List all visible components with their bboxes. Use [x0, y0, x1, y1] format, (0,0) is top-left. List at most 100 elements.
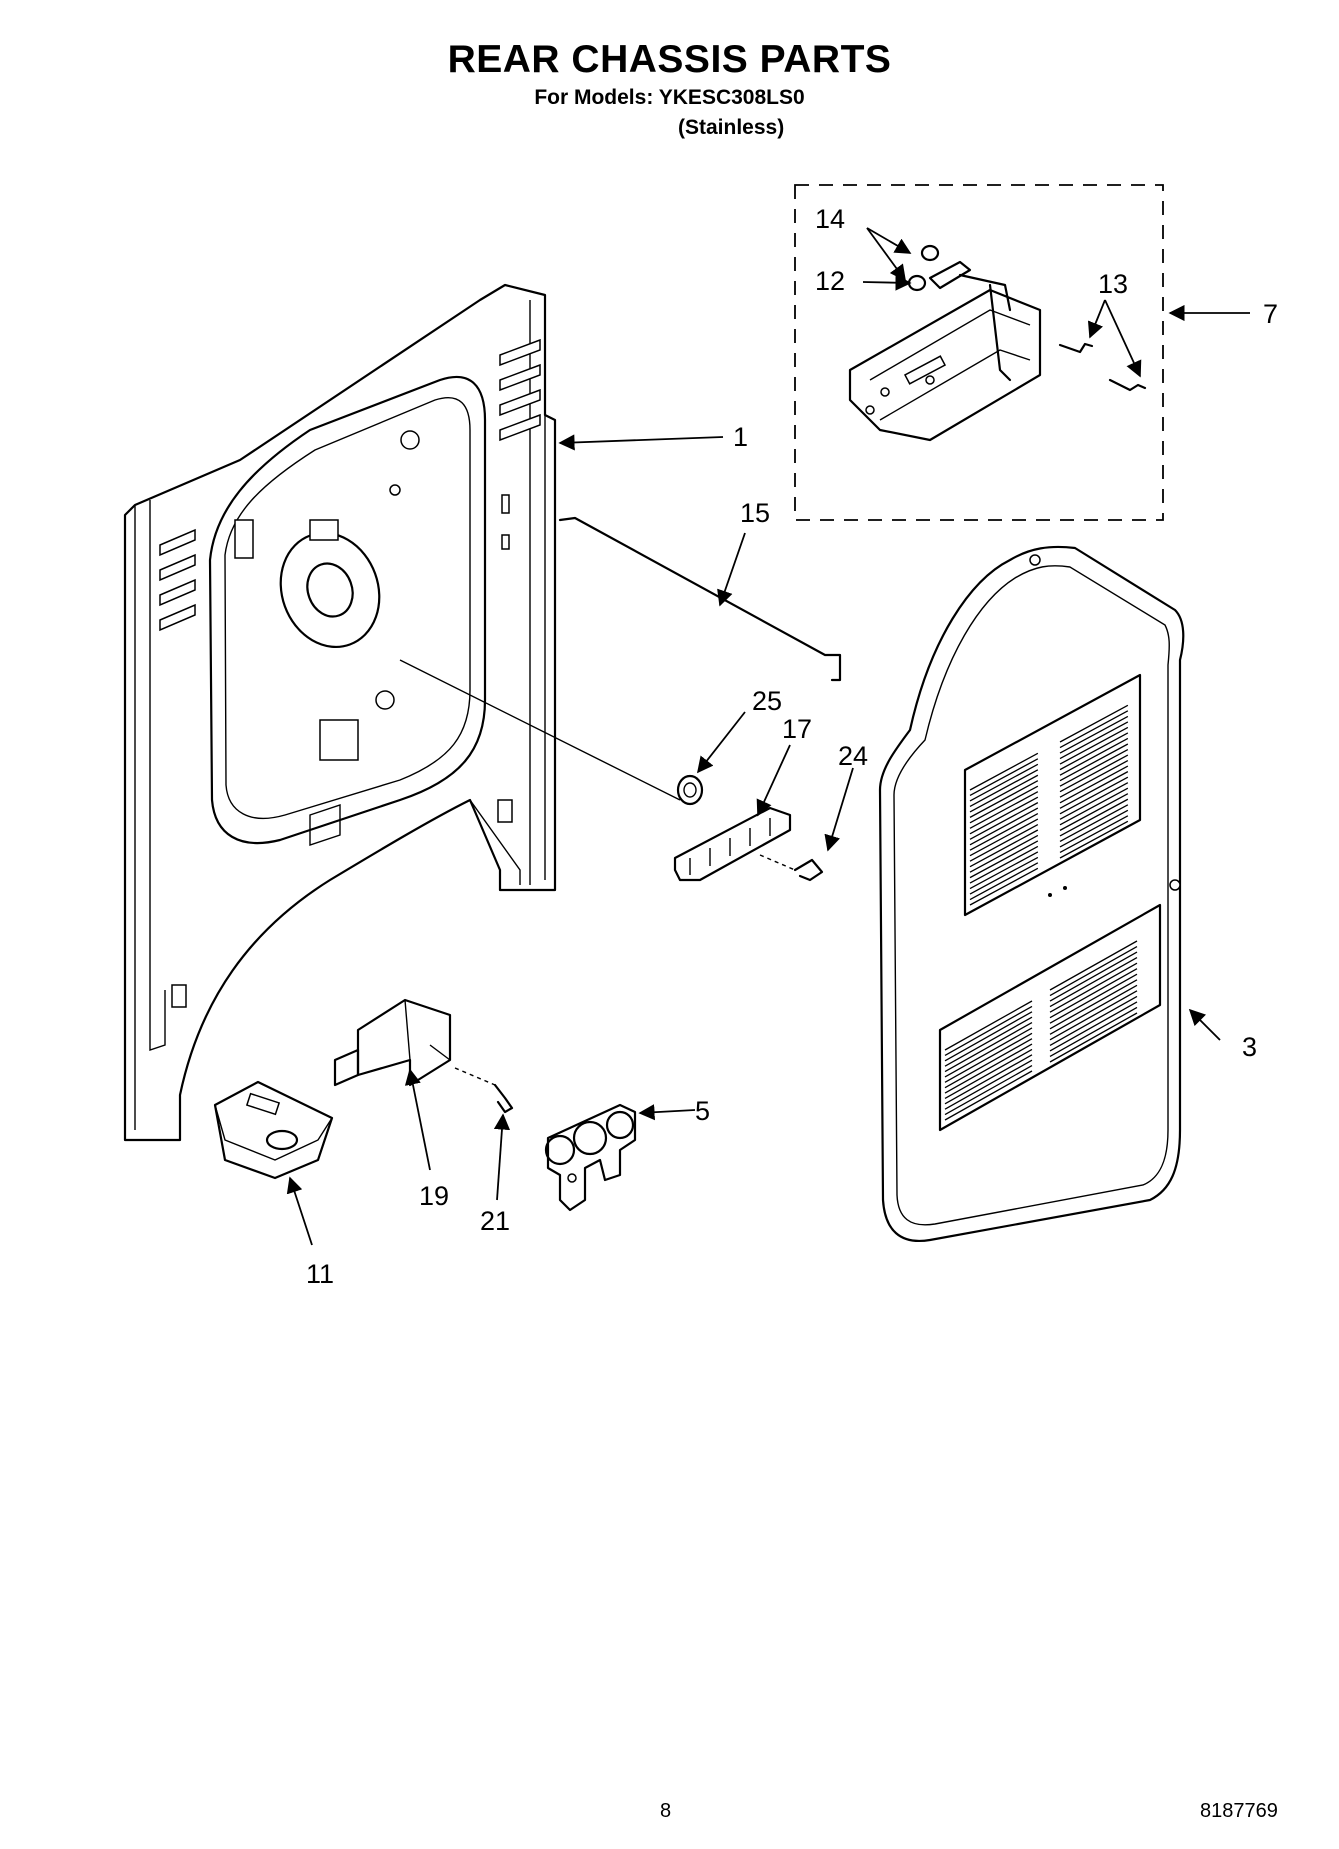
vent-slot-line	[1059, 793, 1129, 831]
screw-21	[454, 1067, 514, 1114]
vent-slot-line	[1049, 940, 1138, 991]
vent-slot-line	[1059, 765, 1129, 804]
vent-slot-line	[1059, 737, 1129, 776]
vent-slot-line	[944, 1021, 1033, 1073]
vent-slot-line	[1049, 995, 1138, 1046]
rod	[558, 516, 842, 682]
vent-slot-line	[969, 834, 1039, 873]
vent-slot-line	[1059, 760, 1129, 798]
vent-slot-line	[1059, 804, 1129, 843]
vent-slot-line	[969, 829, 1039, 868]
document-number: 8187769	[1200, 1800, 1278, 1822]
vent-slot-line	[1059, 721, 1129, 760]
bracket-part-12	[928, 260, 972, 290]
vent-slot-line	[1059, 748, 1129, 787]
callout-leaders	[286, 227, 1250, 1246]
vent-slot-line	[1059, 743, 1129, 782]
vent-slot-line	[969, 845, 1039, 884]
callout-13: 13	[1098, 269, 1128, 299]
assembly-line	[399, 659, 681, 801]
vent-slot-line	[969, 802, 1039, 840]
vent-slot-line	[1049, 973, 1138, 1024]
vent-slot-line	[1049, 984, 1138, 1035]
vent-slot-line	[969, 823, 1039, 862]
page-title: REAR CHASSIS PARTS	[447, 38, 892, 81]
vent-slot-line	[969, 813, 1039, 851]
vent-slot-line	[969, 856, 1039, 895]
vent-slot-line	[1049, 962, 1138, 1013]
bracket-19	[333, 998, 452, 1087]
callout-21: 21	[480, 1206, 510, 1236]
page-number: 8	[660, 1800, 672, 1822]
vent-slot-line	[969, 818, 1039, 857]
vent-slot-line	[969, 769, 1039, 808]
vent-slot-line	[944, 1038, 1033, 1089]
vent-slot-line	[1059, 820, 1129, 859]
vent-slot-line	[1059, 809, 1129, 848]
vent-slot-line	[969, 862, 1039, 901]
vent-slot-line	[944, 1016, 1033, 1067]
nut-14	[907, 244, 940, 292]
vent-slot-line	[944, 1065, 1033, 1116]
vent-slot-line	[1059, 771, 1129, 809]
vent-slot-line	[969, 763, 1039, 802]
vent-slot-line	[1059, 815, 1129, 854]
vent-slot-line	[944, 1048, 1033, 1100]
vent-slot-line	[1049, 979, 1138, 1030]
vent-slot-line	[1049, 951, 1138, 1002]
vent-slot-line	[1059, 787, 1129, 826]
plate-5	[544, 1103, 637, 1212]
vent-slot-line	[1049, 1001, 1138, 1052]
models-line: For Models: YKESC308LS0	[534, 86, 805, 109]
callout-15: 15	[740, 498, 770, 528]
vent-slot-line	[1059, 710, 1129, 749]
vent-slot-line	[969, 774, 1039, 813]
vent-slot-line	[969, 758, 1039, 797]
vent-slot-line	[969, 796, 1039, 835]
bracket-assembly-7	[794, 184, 1164, 521]
vent-slot-line	[1059, 726, 1129, 765]
screw-13	[1058, 342, 1147, 392]
vent-slot-line	[1049, 1012, 1138, 1063]
vent-slot-line	[1049, 945, 1138, 997]
cover-vent-grille-lower	[944, 940, 1138, 1121]
vent-slot-line	[944, 1032, 1033, 1083]
vent-slot-line	[1049, 990, 1138, 1041]
vent-slot-line	[969, 807, 1039, 846]
vent-slot-line	[969, 780, 1039, 818]
vent-slot-line	[1059, 798, 1129, 837]
callout-5: 5	[695, 1096, 710, 1126]
vent-slot-line	[969, 867, 1039, 906]
vent-slot-line	[944, 1027, 1033, 1078]
vent-slot-line	[944, 1000, 1033, 1051]
cover-vent-grille-upper	[969, 704, 1129, 906]
callout-1: 1	[733, 422, 748, 452]
vent-slot-line	[969, 791, 1039, 829]
vent-slot-line	[1059, 732, 1129, 771]
vent-slot-line	[1059, 715, 1129, 754]
finish-label: (Stainless)	[678, 116, 785, 139]
rear-chassis-panel	[123, 283, 557, 1142]
vent-slot-line	[1049, 957, 1138, 1008]
vent-slot-line	[944, 1070, 1033, 1121]
callout-25: 25	[752, 686, 782, 716]
callout-14: 14	[815, 204, 845, 234]
screw-24	[759, 854, 824, 882]
callout-19: 19	[419, 1181, 449, 1211]
callout-11: 11	[306, 1259, 334, 1289]
callout-3: 3	[1242, 1032, 1257, 1062]
vent-slot-line	[944, 1005, 1033, 1056]
vent-slot-line	[969, 851, 1039, 890]
rear-panel-cover	[878, 545, 1185, 1243]
vent-slot-line	[944, 1011, 1033, 1062]
vent-slot-line	[1049, 1006, 1138, 1058]
callout-12: 12	[815, 266, 845, 296]
cap-11	[213, 1080, 334, 1180]
vent-slot-line	[969, 785, 1039, 824]
callout-17: 17	[782, 714, 812, 744]
terminal-block	[673, 806, 792, 882]
vent-slot-line	[969, 752, 1039, 791]
vent-slot-line	[1059, 754, 1129, 793]
vent-slot-line	[944, 1043, 1033, 1094]
